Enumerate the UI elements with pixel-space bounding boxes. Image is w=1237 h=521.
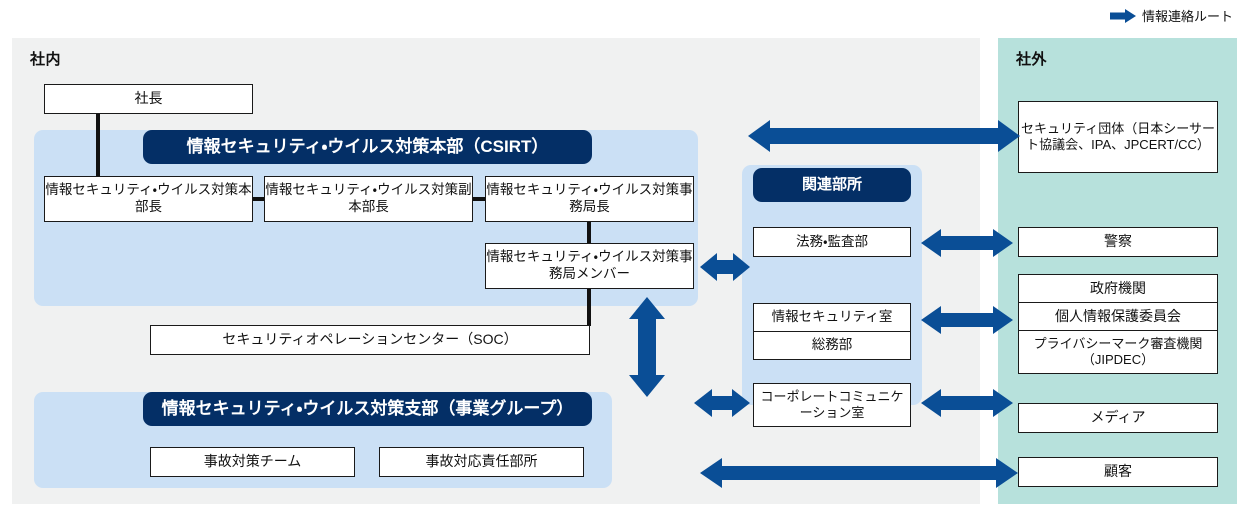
box-hq-chief[interactable]: 情報セキュリティ・ウイルス対策本部長 [44,176,253,222]
box-police[interactable]: 警察 [1018,227,1218,257]
box-personal-information-protection-commission[interactable]: 個人情報保護委員会 [1018,302,1218,331]
box-incident-responsible-department[interactable]: 事故対応責任部所 [379,447,584,477]
box-incident-response-team[interactable]: 事故対策チーム [150,447,355,477]
connector-soc-to-csirt [587,288,591,326]
box-secretariat-members[interactable]: 情報セキュリティ・ウイルス対策事務局メンバー [485,243,694,289]
box-hq-deputy-chief[interactable]: 情報セキュリティ・ウイルス対策副本部長 [264,176,473,222]
box-privacy-mark-jipdec[interactable]: プライバシーマーク審査機関（JIPDEC） [1018,330,1218,374]
box-customer[interactable]: 顧客 [1018,457,1218,487]
box-general-affairs-department[interactable]: 総務部 [753,331,911,360]
related-departments-group-background [742,165,922,405]
branch-header: 情報セキュリティ・ウイルス対策支部（事業グループ） [143,392,592,426]
arrow-branch-to-customer [700,457,1018,489]
box-government-agency[interactable]: 政府機関 [1018,274,1218,303]
box-corporate-communication-office[interactable]: コーポレートコミュニケーション室 [753,383,911,427]
right-arrow-icon [1109,8,1136,23]
arrow-related-to-police [921,228,1013,258]
box-media[interactable]: メディア [1018,403,1218,433]
box-legal-audit-department[interactable]: 法務・監査部 [753,227,911,257]
internal-panel-title: 社内 [30,51,62,68]
box-secretariat-chief[interactable]: 情報セキュリティ・ウイルス対策事務局長 [485,176,694,222]
arrow-corporate-comm-to-media [921,388,1013,418]
box-security-operations-center[interactable]: セキュリティオペレーションセンター（SOC） [150,325,590,355]
box-information-security-office[interactable]: 情報セキュリティ室 [753,303,911,332]
csirt-header: 情報セキュリティ・ウイルス対策本部（CSIRT） [143,130,592,164]
arrow-related-to-government [921,305,1013,335]
external-panel-title: 社外 [1016,51,1048,68]
arrow-secretariat-members-to-related [700,252,750,282]
arrow-csirt-to-security-organizations [748,118,1020,154]
related-departments-header: 関連部所 [753,168,911,202]
arrow-csirt-to-branch [627,297,667,397]
legend: 情報連絡ルート [1109,6,1233,25]
legend-label: 情報連絡ルート [1141,9,1233,24]
arrow-csirt-to-corporate-comm [694,388,750,418]
connector-president-to-csirt [96,113,100,178]
connector-hq-chief-to-deputy [252,197,266,201]
connector-secretariat-chief-to-members [587,221,591,244]
box-security-organizations[interactable]: セキュリティ団体（日本シーサート協議会、IPA、JPCERT/CC） [1018,101,1218,173]
connector-deputy-to-secretariat-chief [472,197,486,201]
box-president[interactable]: 社長 [44,84,253,114]
